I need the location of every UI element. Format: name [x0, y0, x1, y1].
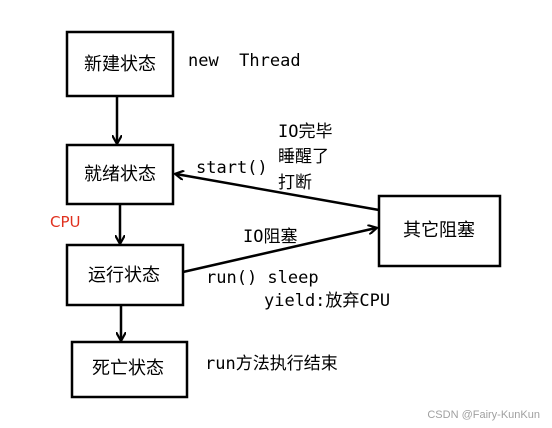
new-state-label: 新建状态: [84, 54, 156, 75]
dead-state-label: 死亡状态: [92, 358, 164, 379]
blocked-state-box: [377, 194, 502, 268]
blocked-state-label: 其它阻塞: [403, 220, 475, 241]
start-method-label: start(): [196, 158, 268, 178]
run-finished-label: run方法执行结束: [205, 354, 338, 374]
new-thread-label: new Thread: [188, 51, 301, 71]
dead-state-box: [70, 340, 189, 399]
arrow-blocked-to-ready: [176, 174, 380, 212]
ready-state-label: 就绪状态: [84, 164, 156, 185]
arrow-running-to-blocked: [182, 228, 376, 274]
cpu-label: CPU: [50, 213, 81, 231]
io-block-label: IO阻塞: [243, 227, 297, 247]
run-sleep-label: run() sleep: [206, 268, 319, 288]
new-state-box: [65, 30, 175, 98]
running-state-box: [65, 243, 185, 307]
csdn-watermark: CSDN @Fairy-KunKun: [427, 409, 540, 421]
io-done-label-line3: 打断: [278, 173, 312, 193]
ready-state-box: [65, 143, 175, 206]
yield-label: yield:放弃CPU: [264, 291, 390, 311]
running-state-label: 运行状态: [88, 265, 160, 286]
io-done-label-line1: IO完毕: [278, 122, 332, 142]
io-done-label-line2: 睡醒了: [278, 147, 329, 167]
